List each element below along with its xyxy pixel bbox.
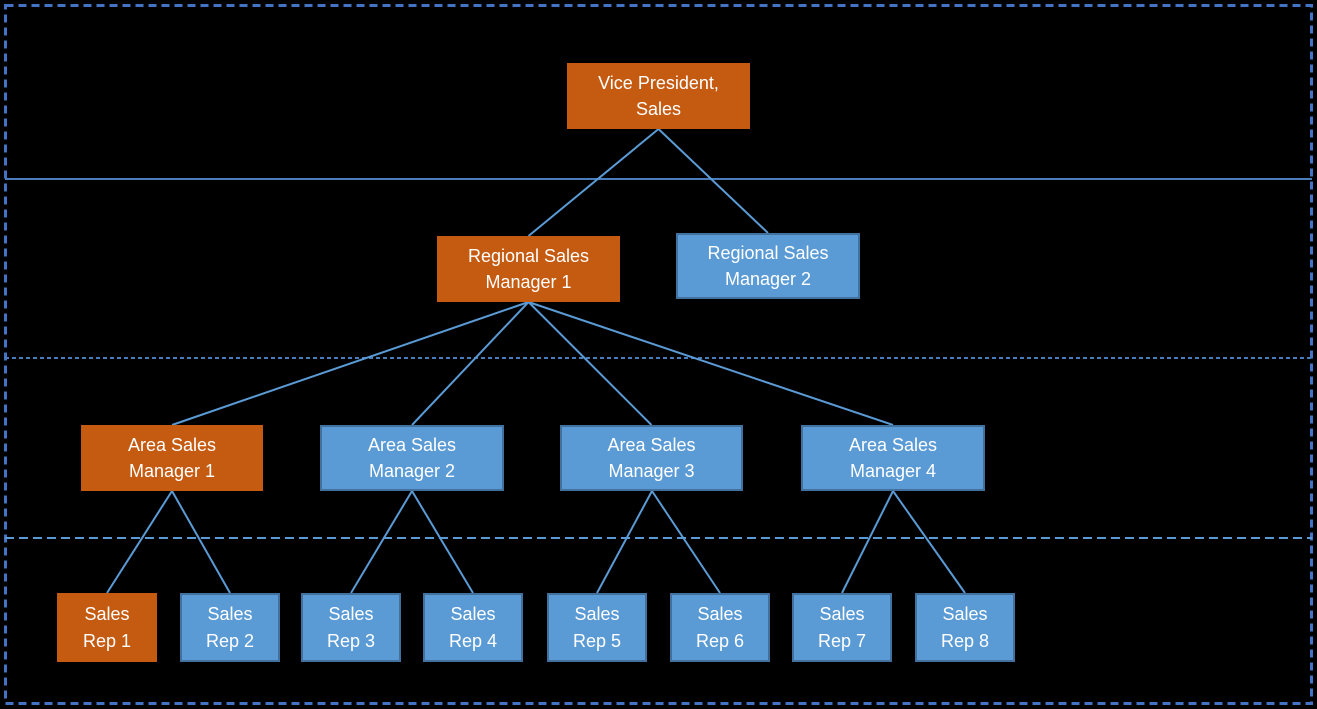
connector-rsm1-to-asm2: [411, 301, 530, 426]
node-vice-president-sales[interactable]: Vice President, Sales: [567, 63, 750, 129]
node-regional-sales-manager-1[interactable]: Regional Sales Manager 1: [437, 236, 620, 302]
node-area-sales-manager-4[interactable]: Area Sales Manager 4: [801, 425, 985, 491]
node-area-sales-manager-1[interactable]: Area Sales Manager 1: [81, 425, 263, 491]
node-regional-sales-manager-2[interactable]: Regional Sales Manager 2: [676, 233, 860, 299]
node-area-sales-manager-3[interactable]: Area Sales Manager 3: [560, 425, 743, 491]
node-sales-rep-3[interactable]: Sales Rep 3: [301, 593, 401, 662]
connector-rsm1-to-asm3: [527, 301, 653, 426]
node-sales-rep-8[interactable]: Sales Rep 8: [915, 593, 1015, 662]
connector-vp-to-rsm2: [657, 128, 769, 234]
connector-vp-to-rsm1: [527, 128, 660, 237]
connector-asm2-to-rep4: [411, 490, 474, 594]
connector-asm1-to-rep1: [106, 490, 173, 594]
connector-rsm1-to-asm1: [171, 301, 529, 426]
connector-asm1-to-rep2: [171, 490, 231, 594]
node-sales-rep-5[interactable]: Sales Rep 5: [547, 593, 647, 662]
node-sales-rep-6[interactable]: Sales Rep 6: [670, 593, 770, 662]
connector-asm3-to-rep6: [651, 490, 721, 594]
connector-rsm1-to-asm4: [528, 301, 894, 426]
connector-asm3-to-rep5: [596, 490, 653, 594]
node-sales-rep-7[interactable]: Sales Rep 7: [792, 593, 892, 662]
node-sales-rep-1[interactable]: Sales Rep 1: [57, 593, 157, 662]
connector-asm4-to-rep8: [892, 490, 966, 594]
node-sales-rep-2[interactable]: Sales Rep 2: [180, 593, 280, 662]
node-area-sales-manager-2[interactable]: Area Sales Manager 2: [320, 425, 504, 491]
node-sales-rep-4[interactable]: Sales Rep 4: [423, 593, 523, 662]
connector-asm2-to-rep3: [350, 490, 413, 594]
connector-asm4-to-rep7: [841, 490, 894, 594]
